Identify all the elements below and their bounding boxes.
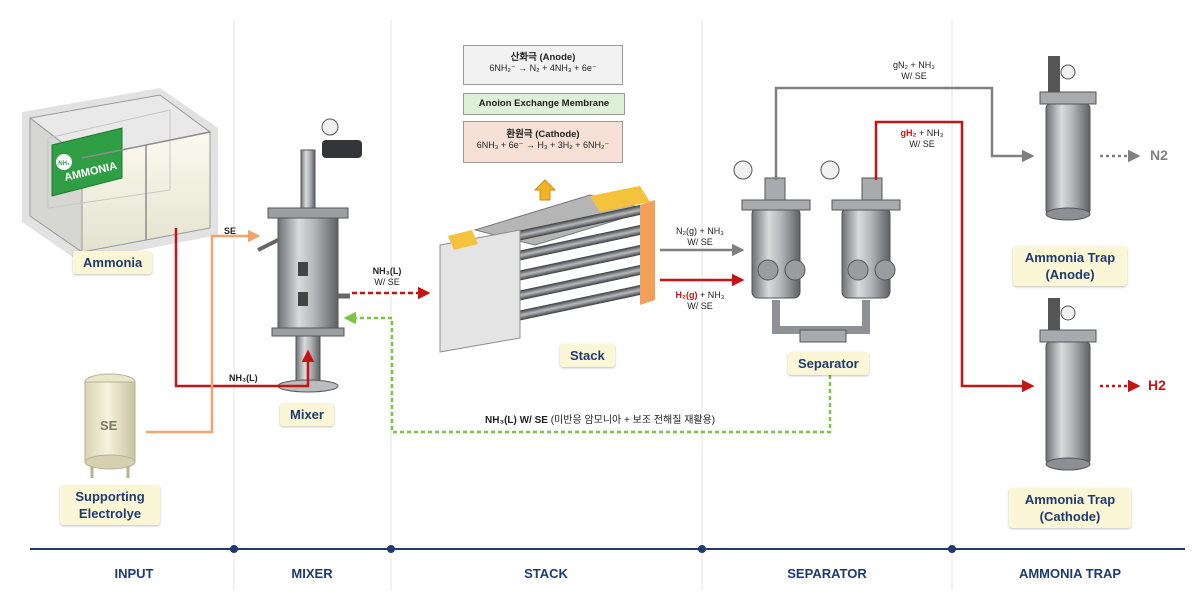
step-ammonia-trap: AMMONIA TRAP <box>1018 566 1122 581</box>
h2-stream-label-1b: + NH₃ <box>697 290 725 300</box>
gh2-stream-label-1b: + NH₃ <box>916 128 944 138</box>
h2-stream-label-1a: H₂(g) <box>675 290 698 300</box>
se-stream-label: SE <box>224 226 237 236</box>
step-input: INPUT <box>114 566 154 581</box>
stack-label: Stack <box>560 344 615 367</box>
gn2-line <box>774 86 1035 180</box>
anode-title: 산화극 (Anode) <box>510 52 576 63</box>
up-arrow-icon <box>533 179 557 201</box>
stack-unit <box>439 186 655 353</box>
trap-cathode-unit <box>1039 298 1097 471</box>
separator-unit <box>733 160 901 343</box>
membrane-label: Anoion Exchange Membrane <box>478 98 610 109</box>
gn2-stream-label-1: gN₂ + NH₃ <box>893 60 935 70</box>
separator-label: Separator <box>788 352 869 375</box>
gh2-stream-label-1a: gH₂ <box>900 128 917 138</box>
h2-stream-label-2: W/ SE <box>687 301 713 311</box>
gh2-line <box>874 120 1035 393</box>
trap-cathode-label: Ammonia Trap (Cathode) <box>1009 488 1131 528</box>
mixer-label: Mixer <box>280 403 334 426</box>
se-vessel-text: SE <box>100 418 118 433</box>
gh2-stream-label-2: W/ SE <box>909 139 935 149</box>
ammonia-feed-line <box>174 228 315 388</box>
recycle-line <box>343 311 832 434</box>
gn2-stream-label-2: W/ SE <box>901 71 927 81</box>
anode-reaction-box: 산화극 (Anode) 6NH₂⁻ → N₂ + 4NH₃ + 6e⁻ <box>463 45 623 85</box>
ammonia-container: NH₃ <box>22 88 218 262</box>
h2-output-label: H2 <box>1148 377 1166 393</box>
nh3-to-stack-label-1: NH₃(L) <box>372 266 402 276</box>
cathode-reaction-box: 환원극 (Cathode) 6NH₃ + 6e⁻ → H₃ + 3H₂ + 6N… <box>463 121 623 163</box>
h2-stream-label: H₂(g) + NH₃ W/ SE <box>668 290 732 312</box>
se-vessel <box>84 373 136 478</box>
cathode-title: 환원극 (Cathode) <box>506 129 580 140</box>
n2-stream-label-2: W/ SE <box>687 237 713 247</box>
n2-stream-label-1: N₂(g) + NH₃ <box>676 226 724 236</box>
step-separator: SEPARATOR <box>787 566 867 581</box>
column-dividers <box>233 20 953 590</box>
gh2-stream-label: gH₂ + NH₃ W/ SE <box>892 128 952 150</box>
trap-anode-unit <box>1039 56 1097 221</box>
recycle-label-b: (미반응 암모니아 + 보조 전해질 재활용) <box>547 415 716 426</box>
n2-output-label: N2 <box>1150 147 1168 163</box>
svg-text:NH₃: NH₃ <box>58 161 70 167</box>
se-feed-line <box>146 229 261 434</box>
timeline <box>30 545 1185 553</box>
n2-stream-label: N₂(g) + NH₃ W/ SE <box>668 226 732 248</box>
anode-equation: 6NH₂⁻ → N₂ + 4NH₃ + 6e⁻ <box>489 63 597 73</box>
mixer-unit <box>257 118 362 393</box>
recycle-stream-label: NH₃(L) W/ SE (미반응 암모니아 + 보조 전해질 재활용) <box>485 415 715 426</box>
supporting-electrolyte-label: Supporting Electrolye <box>60 485 160 525</box>
nh3-to-stack-label: NH₃(L) W/ SE <box>362 266 412 288</box>
step-mixer: MIXER <box>291 566 333 581</box>
nh3-feed-label: NH₃(L) <box>229 373 258 383</box>
recycle-label-a: NH₃(L) W/ SE <box>485 415 548 426</box>
nh3-to-stack-label-2: W/ SE <box>374 277 400 287</box>
membrane-box: Anoion Exchange Membrane <box>463 93 625 115</box>
streams <box>146 86 1141 434</box>
ammonia-label: Ammonia <box>73 251 153 274</box>
step-stack: STACK <box>524 566 568 581</box>
gn2-stream-label: gN₂ + NH₃ W/ SE <box>886 60 942 82</box>
cathode-equation: 6NH₃ + 6e⁻ → H₃ + 3H₂ + 6NH₂⁻ <box>476 140 610 150</box>
trap-anode-label: Ammonia Trap (Anode) <box>1013 246 1127 286</box>
